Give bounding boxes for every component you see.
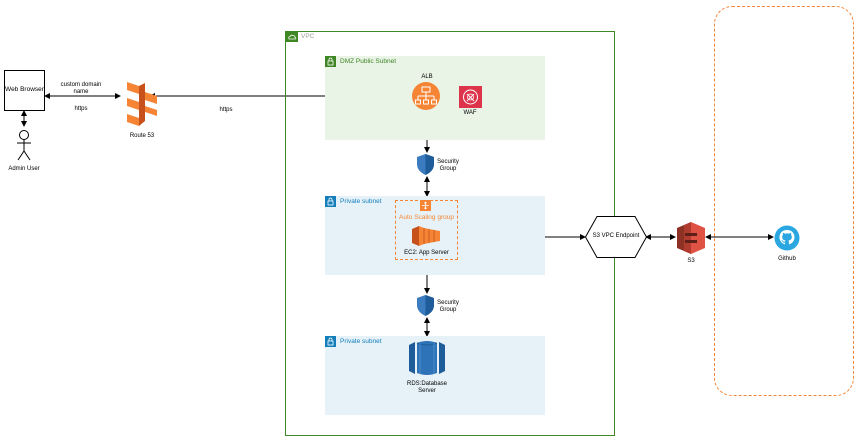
route53-label: Route 53: [129, 133, 155, 139]
lock-icon: [325, 196, 336, 207]
edge-label-https-1: https: [74, 106, 88, 112]
edge-label-custom-domain: custom domain name: [60, 82, 102, 95]
waf-label: WAF: [463, 110, 477, 116]
s3-icon: [677, 222, 705, 254]
admin-user-label: Admin User: [8, 166, 40, 172]
dmz-label: DMZ Public Subnet: [340, 58, 396, 65]
route53-icon: [127, 82, 157, 126]
database-icon: [409, 341, 445, 375]
ec2-icon: [412, 226, 440, 246]
web-browser-node: [4, 70, 45, 111]
rds-label: RDS:Database Server: [406, 381, 448, 394]
private-subnet-app-label: Private subnet: [340, 198, 382, 205]
lock-icon: [325, 336, 336, 347]
github-label: Github: [778, 256, 796, 262]
external-group: [714, 6, 854, 396]
alb-label: ALB: [421, 74, 433, 80]
auto-scaling-icon: [420, 200, 431, 211]
auto-scaling-label: Auto Scaling group: [399, 214, 454, 221]
s3-endpoint-label: S3 VPC Endpoint: [592, 233, 640, 239]
web-browser-label: Web Browser: [5, 86, 44, 93]
github-icon: [774, 225, 800, 251]
private-subnet-db-label: Private subnet: [340, 338, 382, 345]
shield-icon: [417, 295, 434, 316]
lock-icon: [325, 56, 336, 67]
vpc-icon: [286, 32, 298, 42]
edge-label-https-2: https: [219, 107, 233, 113]
s3-endpoint-node: [585, 216, 647, 258]
shield-icon: [417, 154, 434, 175]
s3-label: S3: [687, 258, 695, 264]
waf-icon: [459, 86, 482, 108]
load-balancer-icon: [412, 82, 440, 110]
security-group-label-1: Security Group: [437, 159, 459, 172]
admin-user-icon: [17, 130, 31, 161]
security-group-label-2: Security Group: [437, 300, 459, 313]
ec2-label: EC2: App Server: [404, 250, 449, 256]
vpc-label: VPC: [301, 33, 315, 40]
